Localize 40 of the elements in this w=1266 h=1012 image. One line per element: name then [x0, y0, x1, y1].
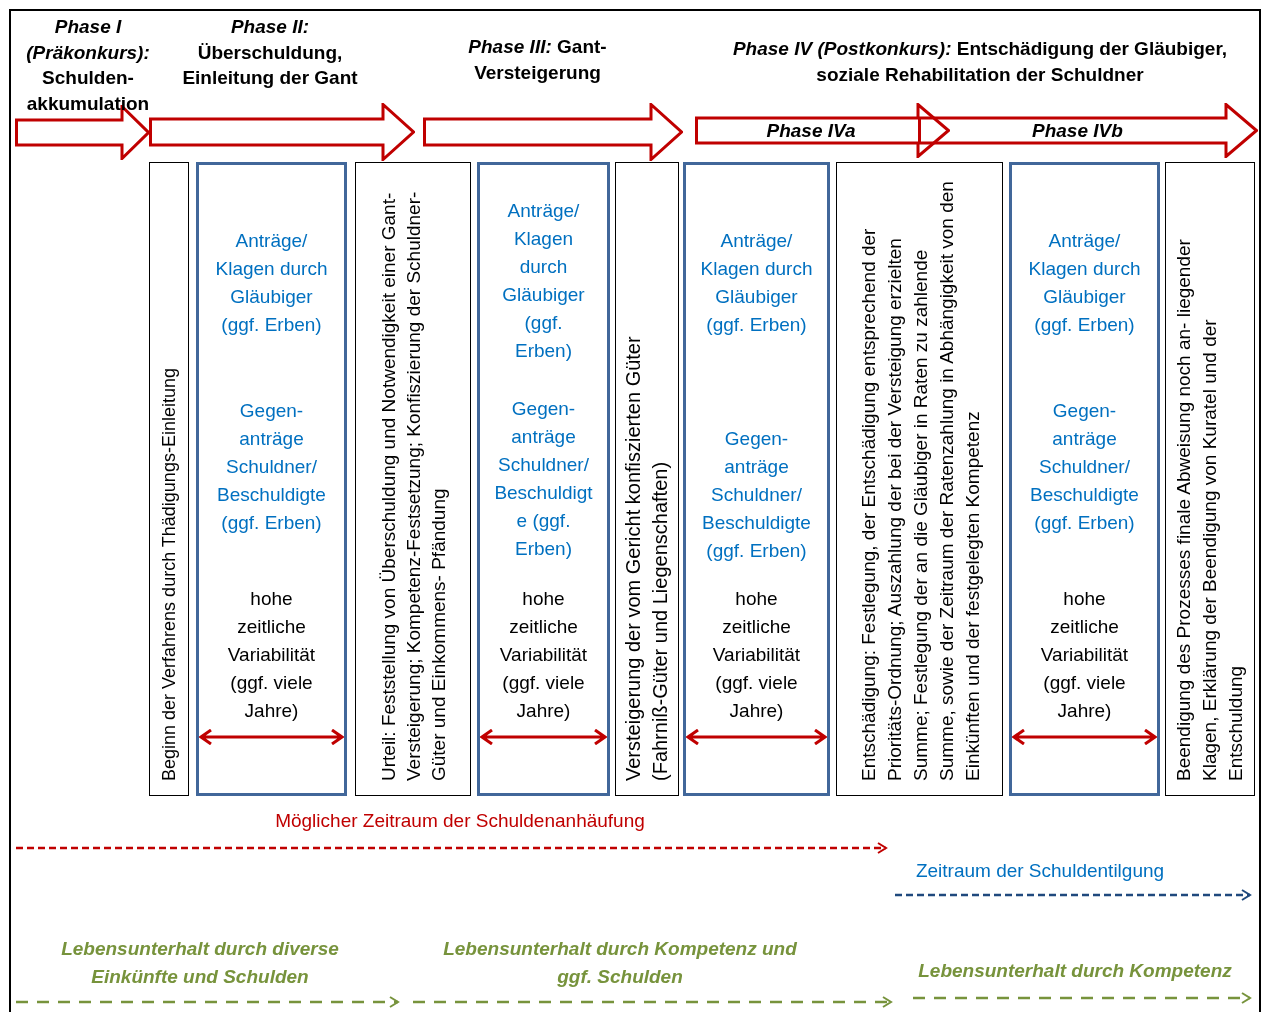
timeline-label: Lebensunterhalt durch Kompetenz und ggf. Schulden — [442, 937, 798, 989]
process-column — [683, 162, 830, 796]
column-text: Anträge/ Klagen durch Gläubiger (ggf. Erben) — [699, 229, 814, 337]
process-column — [477, 162, 610, 796]
column-text: Gegen- anträge Schuldner/ Beschuldigte (ggf. Erben) — [216, 399, 327, 535]
phase-label: Phase IVb — [1032, 119, 1123, 142]
phase-heading: Phase IV (Postkonkurs): Entschädigung der Gläubiger, soziale Rehabilitation der Schuldner — [731, 37, 1229, 87]
column-text: Beginn der Verfahrens durch Thädigungs-Einleitung — [158, 367, 180, 781]
column-text: Gegen- anträge Schuldner/ Beschuldigte (ggf. Erben) — [493, 397, 594, 561]
phase-block — [149, 103, 415, 161]
column-text: Gegen- anträge Schuldner/ Beschuldigte (ggf. Erben) — [701, 427, 812, 563]
text-column — [836, 162, 1003, 796]
phase-block — [918, 103, 1258, 158]
column-text: hohe zeitliche Variabilität (ggf. viele Jahre) — [711, 587, 802, 723]
phase-block — [695, 103, 950, 158]
phase-label: Phase IVa — [766, 119, 856, 142]
column-text: hohe zeitliche Variabilität (ggf. viele Jahre) — [226, 587, 317, 723]
process-column — [1009, 162, 1160, 796]
phase-heading: Phase III: Gant- Versteigerung — [467, 35, 608, 85]
timeline-label: Lebensunterhalt durch Kompetenz — [917, 959, 1233, 983]
column-text: Anträge/ Klagen durch Gläubiger (ggf. Erben) — [501, 199, 586, 363]
timeline-label: Möglicher Zeitraum der Schuldenanhäufung — [274, 809, 646, 833]
column-text: Anträge/ Klagen durch Gläubiger (ggf. Erben) — [214, 229, 329, 337]
column-text: Gegen- anträge Schuldner/ Beschuldigte (ggf. Erben) — [1029, 399, 1140, 535]
text-column — [355, 162, 471, 796]
column-text: Beendigung des Prozesses finale Abweisung noch an- liegender Klagen, Erklärung der Beendigung von Kuratel und der Entschuldung — [1172, 238, 1247, 781]
column-text: Versteigerung der vom Gericht konfiszierten Güter (Fahrniß-Güter und Liegenschaften) — [621, 335, 672, 781]
text-column — [149, 162, 189, 796]
column-text: hohe zeitliche Variabilität (ggf. viele Jahre) — [1039, 587, 1130, 723]
phase-block — [423, 103, 683, 161]
process-column — [196, 162, 347, 796]
phase-heading: Phase I (Präkonkurs): Schulden- akkumulation — [25, 15, 151, 116]
column-text: hohe zeitliche Variabilität (ggf. viele Jahre) — [498, 587, 589, 723]
timeline-label: Zeitraum der Schuldentilgung — [914, 859, 1166, 883]
column-text: Urteil: Feststellung von Überschuldung und Notwendigkeit einer Gant-Versteigerung; Kompetenz-Festsetzung; Konfiszierung der Schuldner-Güter und Einkommens- Pfändung — [376, 190, 450, 781]
text-column — [1165, 162, 1255, 796]
timeline-label: Lebensunterhalt durch diverse Einkünfte und Schulden — [60, 937, 340, 989]
text-column — [615, 162, 679, 796]
phase-heading: Phase II: Überschuldung, Einleitung der Gant — [181, 15, 359, 90]
column-text: Anträge/ Klagen durch Gläubiger (ggf. Erben) — [1027, 229, 1142, 337]
